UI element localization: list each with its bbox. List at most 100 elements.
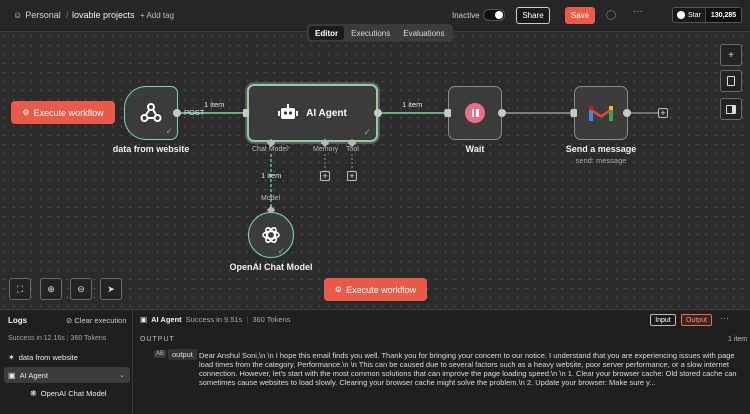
gmail-icon bbox=[589, 106, 613, 121]
port-label-model: Model bbox=[261, 195, 281, 202]
execute-workflow-button-bottom[interactable]: ⚙ Execute workflow bbox=[324, 278, 427, 301]
node-label-gmail: Send a message bbox=[565, 144, 637, 154]
port-label-chat-model: Chat Model* bbox=[252, 146, 291, 153]
robot-icon: ▣ bbox=[140, 315, 148, 324]
add-node-panel-button[interactable]: + bbox=[720, 44, 742, 66]
port-label-tool: Tool bbox=[346, 146, 359, 153]
logs-meta: Success in 12.16s | 360 Tokens bbox=[8, 335, 107, 342]
active-toggle[interactable] bbox=[483, 9, 505, 21]
zoom-out-button[interactable]: ⊖ bbox=[70, 278, 92, 300]
log-item-ai-agent[interactable]: ▣ AI Agent ⌄ bbox=[4, 367, 130, 383]
node-openai[interactable]: ✓ bbox=[248, 212, 294, 258]
clear-icon: ⊘ bbox=[66, 316, 73, 325]
zoom-in-button[interactable]: ⊕ bbox=[40, 278, 62, 300]
more-options-icon[interactable]: ··· bbox=[720, 313, 729, 323]
log-item-label: AI Agent bbox=[19, 370, 48, 380]
toggle-knob bbox=[495, 11, 503, 19]
robot-icon: ▣ bbox=[8, 370, 16, 380]
save-button[interactable]: Save bbox=[565, 7, 595, 24]
input-handle[interactable] bbox=[571, 109, 577, 117]
toggle-panel-button[interactable] bbox=[720, 98, 742, 120]
output-toggle-button[interactable]: Output bbox=[681, 314, 712, 326]
run-header: ▣ AI Agent Success in 9.51s | 360 Tokens bbox=[140, 315, 291, 324]
logs-panel: Logs ⊘ Clear execution Success in 12.16s… bbox=[0, 309, 750, 414]
zoom-in-icon: ⊕ bbox=[47, 283, 55, 294]
required-mark: * bbox=[287, 146, 291, 153]
tab-evaluations[interactable]: Evaluations bbox=[403, 28, 445, 38]
output-key: output bbox=[168, 349, 197, 360]
github-star-button[interactable]: Star 130,285 bbox=[672, 7, 742, 23]
history-icon[interactable] bbox=[606, 10, 616, 20]
edge-label-post: POST bbox=[184, 108, 205, 117]
log-item-label: OpenAI Chat Model bbox=[40, 388, 107, 398]
pause-icon bbox=[465, 103, 485, 123]
openai-icon bbox=[262, 227, 280, 243]
node-label-openai: OpenAI Chat Model bbox=[229, 262, 313, 272]
panel-icon bbox=[726, 104, 736, 114]
input-handle[interactable] bbox=[243, 109, 249, 117]
add-tool-button[interactable]: + bbox=[347, 171, 357, 181]
github-star-label: Star bbox=[688, 11, 701, 19]
add-node-button[interactable]: + bbox=[658, 108, 668, 118]
run-node-name: AI Agent bbox=[151, 315, 182, 324]
add-tag-button[interactable]: + Add tag bbox=[140, 11, 175, 20]
fit-view-icon: ⛶ bbox=[16, 283, 24, 294]
log-item-label: data from website bbox=[18, 352, 78, 362]
chevron-down-icon[interactable]: ⌄ bbox=[119, 372, 125, 379]
add-memory-button[interactable]: + bbox=[320, 171, 330, 181]
output-heading: OUTPUT bbox=[140, 336, 175, 343]
input-toggle-button[interactable]: Input bbox=[650, 314, 676, 326]
fit-view-button[interactable]: ⛶ bbox=[9, 278, 31, 300]
clear-execution-button[interactable]: ⊘ Clear execution bbox=[66, 316, 127, 325]
share-button[interactable]: Share bbox=[516, 7, 550, 24]
workflow-canvas[interactable]: ⚙ Execute workflow ✓ POST 1 item data fr… bbox=[0, 32, 750, 309]
user-icon: ☺ bbox=[13, 10, 23, 20]
tab-executions[interactable]: Executions bbox=[351, 28, 391, 38]
success-check-icon: ✓ bbox=[165, 126, 173, 136]
node-ai-agent[interactable]: AI Agent ✓ bbox=[247, 84, 378, 142]
openai-icon: ❋ bbox=[30, 388, 37, 398]
status-label: Inactive bbox=[452, 11, 480, 20]
tab-editor[interactable]: Editor bbox=[309, 26, 345, 40]
webhook-icon bbox=[140, 103, 162, 122]
workspace-label: Personal bbox=[25, 10, 61, 20]
node-label-wait: Wait bbox=[465, 144, 485, 154]
log-item-webhook[interactable]: ✶ data from website bbox=[4, 349, 78, 365]
output-handle[interactable] bbox=[173, 109, 181, 117]
logs-sidebar: Logs ⊘ Clear execution Success in 12.16s… bbox=[0, 310, 133, 414]
note-icon bbox=[727, 76, 735, 86]
flask-icon: ⚙ bbox=[22, 108, 30, 117]
node-sublabel-gmail: send: message bbox=[575, 156, 627, 165]
node-gmail[interactable] bbox=[574, 86, 628, 140]
github-icon bbox=[677, 11, 685, 19]
edge-label-items: 1 item bbox=[204, 100, 225, 109]
execute-label: Execute workflow bbox=[346, 284, 417, 295]
edge-label-items: 1 item bbox=[402, 100, 423, 109]
output-handle[interactable] bbox=[374, 109, 382, 117]
zoom-out-icon: ⊖ bbox=[77, 283, 85, 294]
sticky-note-button[interactable] bbox=[720, 70, 742, 92]
string-type-icon: AB bbox=[154, 350, 167, 358]
breadcrumb-workspace[interactable]: ☺ Personal bbox=[13, 10, 61, 20]
node-webhook[interactable]: ✓ bbox=[124, 86, 178, 140]
tidy-up-button[interactable]: ➤ bbox=[100, 278, 122, 300]
port-label-memory: Memory bbox=[313, 146, 339, 153]
run-tokens: 360 Tokens bbox=[252, 315, 291, 324]
output-value: Dear Anshul Soni,\n \n I hope this email… bbox=[199, 351, 737, 387]
more-options-icon[interactable]: ··· bbox=[633, 6, 643, 17]
node-wait[interactable] bbox=[448, 86, 502, 140]
connection-lines bbox=[181, 110, 658, 210]
output-handle[interactable] bbox=[623, 109, 631, 117]
edge-label-items: 1 item bbox=[261, 171, 282, 180]
log-item-openai[interactable]: ❋ OpenAI Chat Model bbox=[26, 385, 107, 401]
success-check-icon: ✓ bbox=[363, 127, 371, 137]
node-label-webhook: data from website bbox=[112, 144, 190, 154]
project-title[interactable]: lovable projects bbox=[72, 10, 135, 20]
robot-icon bbox=[278, 104, 299, 119]
input-handle[interactable] bbox=[445, 109, 451, 117]
logs-title: Logs bbox=[8, 316, 28, 325]
execute-workflow-button-left[interactable]: ⚙ Execute workflow bbox=[11, 101, 115, 124]
clear-label: Clear execution bbox=[74, 316, 127, 325]
logs-meta-tokens: 360 Tokens bbox=[70, 335, 107, 342]
output-handle[interactable] bbox=[498, 109, 506, 117]
